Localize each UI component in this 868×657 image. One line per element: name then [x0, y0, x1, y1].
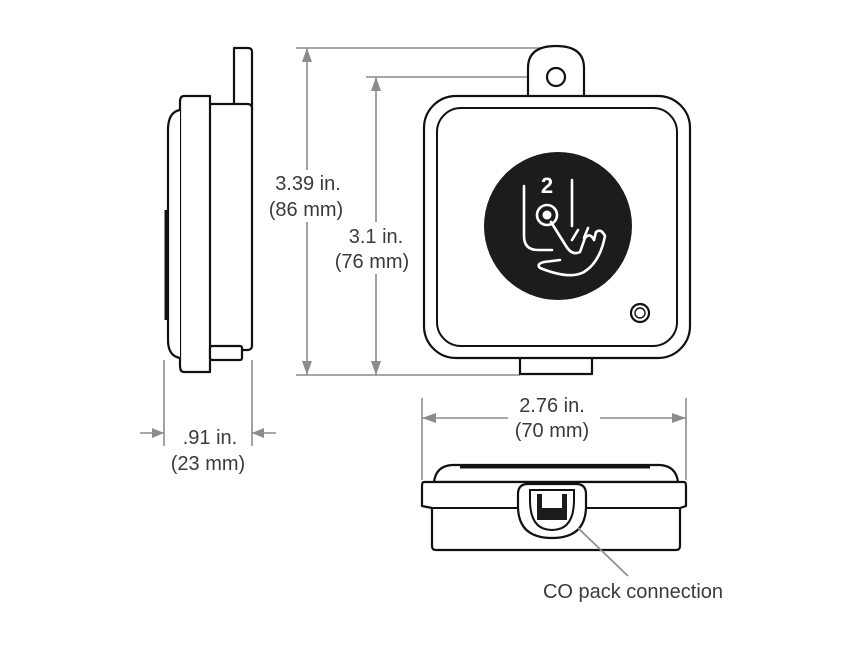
- side-view-button-profile: [166, 108, 181, 360]
- side-view-back-plate: [206, 102, 254, 352]
- outer-height-metric-label: (86 mm): [269, 199, 343, 221]
- inner-height-metric-label: (76 mm): [335, 251, 409, 273]
- width-metric-label: (70 mm): [515, 420, 589, 442]
- co-pack-callout: CO pack connection: [543, 527, 723, 603]
- press-button-pictogram: [522, 178, 607, 277]
- side-view-bottom-lip: [208, 344, 244, 362]
- depth-metric-label: (23 mm): [171, 453, 245, 475]
- front-view-bottom-notch: [518, 355, 594, 376]
- depth-imperial-label: .91 in.: [183, 427, 237, 449]
- outer-height-dimension: 3.39 in. (86 mm): [269, 47, 556, 376]
- button-number: 2: [541, 173, 553, 198]
- hang-hole: [545, 66, 567, 88]
- width-imperial-label: 2.76 in.: [519, 395, 585, 417]
- width-dimension: 2.76 in. (70 mm): [421, 395, 687, 480]
- depth-dimension: .91 in. (23 mm): [140, 360, 276, 475]
- bottom-view: [420, 463, 688, 552]
- inner-height-dimension: 3.1 in. (76 mm): [335, 76, 556, 375]
- bottom-view-button-dome: [432, 463, 680, 484]
- co-pack-label: CO pack connection: [543, 581, 723, 603]
- panic-button: [484, 152, 632, 300]
- side-view-mount-tab: [232, 46, 254, 112]
- side-view: [164, 46, 254, 374]
- inner-height-imperial-label: 3.1 in.: [349, 226, 403, 248]
- side-view-housing: [178, 94, 212, 374]
- outer-height-imperial-label: 3.39 in.: [275, 173, 341, 195]
- status-led-inner: [634, 307, 646, 319]
- front-view: 2: [422, 44, 692, 376]
